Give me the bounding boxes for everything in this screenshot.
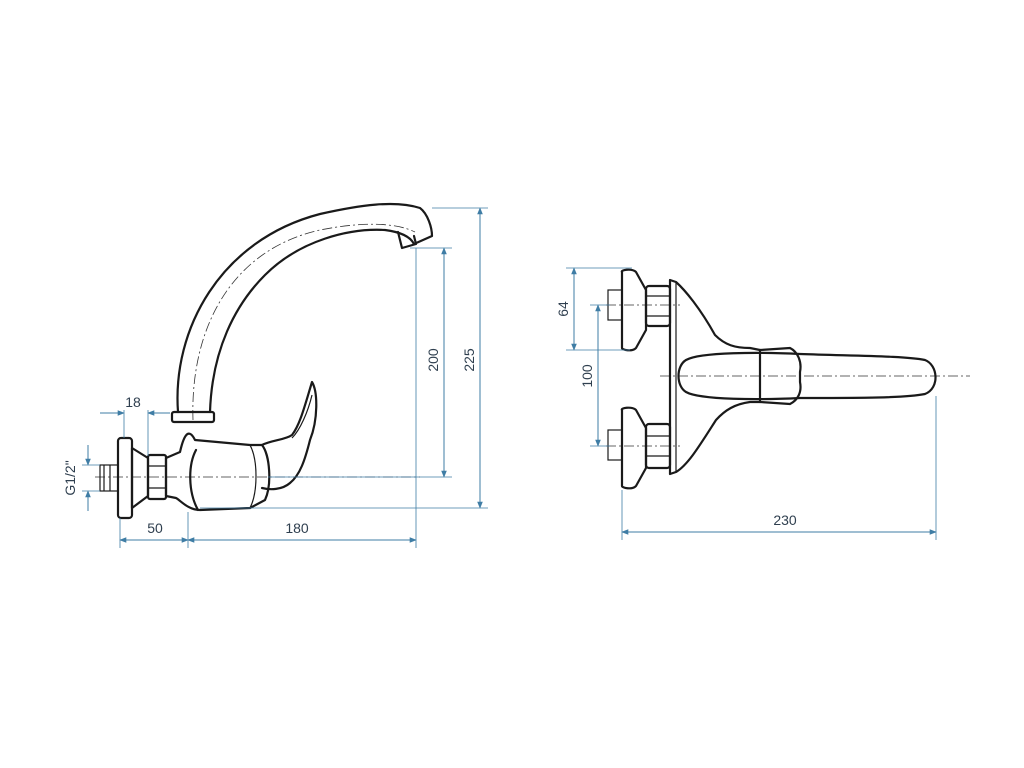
lever-handle-top bbox=[677, 346, 937, 406]
dim-inlet-spacing-label: 100 bbox=[579, 364, 595, 388]
dim-outlet-offset: 18 bbox=[100, 394, 170, 456]
dim-spout-reach-label: 180 bbox=[285, 520, 309, 536]
dim-total-width-label: 230 bbox=[773, 512, 797, 528]
side-view: G1/2" 18 50 180 200 bbox=[62, 202, 488, 548]
spout-axis bbox=[192, 223, 416, 421]
dim-spout-height-label: 200 bbox=[425, 348, 441, 372]
dim-total-height-label: 225 bbox=[461, 348, 477, 372]
dim-vertical-side: 200 225 bbox=[200, 207, 488, 509]
top-view: 64 100 230 bbox=[555, 267, 970, 540]
dim-horizontal-side: 50 180 bbox=[119, 248, 417, 548]
dim-inlet-spacing: 100 bbox=[579, 304, 610, 447]
mixer-body-top bbox=[668, 278, 762, 476]
wall-flange bbox=[99, 436, 150, 520]
upper-inlet bbox=[607, 268, 672, 352]
dim-wall-to-body-label: 50 bbox=[147, 520, 163, 536]
dim-total-width: 230 bbox=[621, 396, 937, 540]
dim-thread: G1/2" bbox=[62, 445, 100, 511]
dim-top-section-label: 64 bbox=[555, 301, 571, 317]
dim-thread-label: G1/2" bbox=[62, 460, 78, 495]
dim-outlet-offset-label: 18 bbox=[125, 394, 141, 410]
mixer-body bbox=[164, 432, 271, 512]
lower-inlet bbox=[607, 406, 672, 490]
lever-handle bbox=[260, 380, 318, 491]
swivel-spout bbox=[170, 202, 434, 424]
dim-top-section: 64 bbox=[555, 267, 632, 351]
